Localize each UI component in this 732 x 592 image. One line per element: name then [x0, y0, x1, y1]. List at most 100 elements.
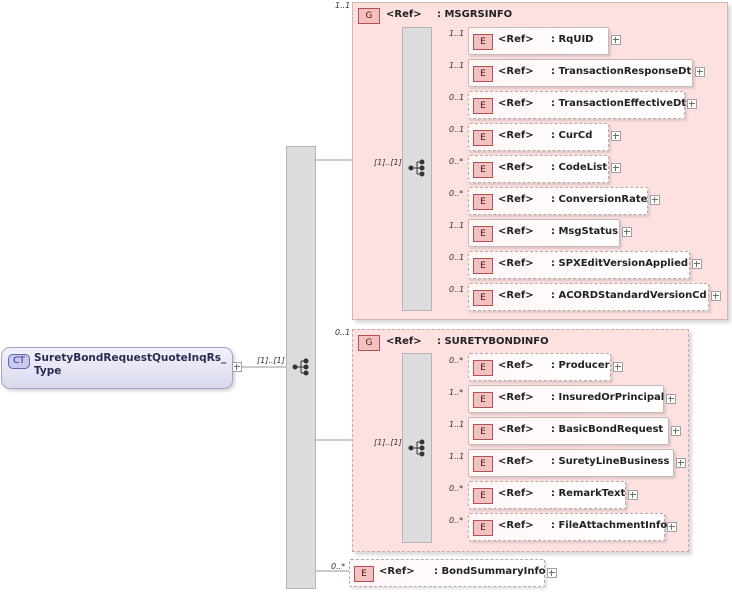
- element-badge: E: [473, 66, 493, 82]
- group-sequence-compositor: [402, 353, 432, 543]
- collapse-icon[interactable]: [232, 362, 242, 372]
- element-fileattachmentinfo[interactable]: E <Ref> : FileAttachmentInfo: [468, 513, 668, 541]
- expand-icon[interactable]: [613, 362, 623, 372]
- element-name: : MsgStatus: [551, 226, 619, 237]
- element-ref: <Ref>: [498, 392, 534, 403]
- expand-icon[interactable]: [671, 426, 681, 436]
- element-cardinality: 0..*: [331, 562, 346, 571]
- element-ref: <Ref>: [498, 488, 534, 499]
- expand-icon[interactable]: [695, 67, 705, 77]
- element-name: : BondSummaryInfo: [434, 566, 546, 577]
- element-badge: E: [473, 226, 493, 242]
- element-name: : ConversionRate: [551, 194, 648, 205]
- element-ref: <Ref>: [498, 162, 534, 173]
- element-cardinality: 0..1: [449, 285, 465, 294]
- group-cardinality: 0..1: [335, 328, 351, 337]
- element-codelist[interactable]: E <Ref> : CodeList: [468, 155, 609, 183]
- sequence-icon: [408, 439, 425, 457]
- element-acordstandardversioncd[interactable]: E <Ref> : ACORDStandardVersionCd: [468, 283, 709, 311]
- sequence-icon: [292, 358, 309, 376]
- element-producer[interactable]: E <Ref> : Producer: [468, 353, 611, 381]
- element-ref: <Ref>: [498, 194, 534, 205]
- element-name: : CodeList: [551, 162, 608, 173]
- element-badge: E: [473, 520, 493, 536]
- element-ref: <Ref>: [498, 456, 534, 467]
- expand-icon[interactable]: [547, 568, 557, 578]
- element-ref: <Ref>: [379, 566, 415, 577]
- element-msgstatus[interactable]: E <Ref> : MsgStatus: [468, 219, 620, 247]
- element-badge: E: [473, 258, 493, 274]
- group-cardinality: 1..1: [335, 1, 351, 10]
- expand-icon[interactable]: [628, 490, 638, 500]
- element-ref: <Ref>: [498, 520, 534, 531]
- element-cardinality: 1..1: [449, 61, 465, 70]
- expand-icon[interactable]: [687, 99, 697, 109]
- element-transactioneffectivedt[interactable]: E <Ref> : TransactionEffectiveDt: [468, 91, 687, 119]
- root-sequence-cardinality: [1]..[1]: [257, 356, 285, 365]
- element-name: : RemarkText: [551, 488, 626, 499]
- group-ref: <Ref>: [386, 9, 422, 20]
- element-rquid[interactable]: E <Ref> : RqUID: [468, 27, 609, 55]
- main-sequence-compositor: [286, 146, 316, 589]
- element-badge: E: [473, 98, 493, 114]
- element-cardinality: 0..1: [449, 125, 465, 134]
- element-name: : TransactionEffectiveDt: [551, 98, 687, 109]
- element-badge: E: [473, 290, 493, 306]
- element-suretylinebusiness[interactable]: E <Ref> : SuretyLineBusiness: [468, 449, 674, 477]
- element-transactionresponsedt[interactable]: E <Ref> : TransactionResponseDt: [468, 59, 693, 87]
- complex-type-badge: CT: [8, 354, 30, 369]
- element-badge: E: [473, 194, 493, 210]
- element-cardinality: 1..1: [449, 221, 465, 230]
- element-name: : BasicBondRequest: [551, 424, 664, 435]
- element-spxeditversionapplied[interactable]: E <Ref> : SPXEditVersionApplied: [468, 251, 690, 279]
- element-cardinality: 1..1: [449, 420, 465, 429]
- element-badge: E: [354, 566, 374, 582]
- element-cardinality: 0..*: [449, 157, 464, 166]
- element-cardinality: 0..1: [449, 253, 465, 262]
- element-name: : TransactionResponseDt: [551, 66, 692, 77]
- element-name: : FileAttachmentInfo: [551, 520, 668, 531]
- complex-type-node[interactable]: CT SuretyBondRequestQuoteInqRs_Type: [1, 347, 233, 389]
- expand-icon[interactable]: [611, 35, 621, 45]
- group-badge: G: [358, 8, 380, 24]
- element-cardinality: 1..*: [449, 388, 464, 397]
- element-name: : SPXEditVersionApplied: [551, 258, 689, 269]
- expand-icon[interactable]: [711, 291, 721, 301]
- element-ref: <Ref>: [498, 258, 534, 269]
- expand-icon[interactable]: [622, 227, 632, 237]
- element-basicbondrequest[interactable]: E <Ref> : BasicBondRequest: [468, 417, 669, 445]
- sequence-cardinality: [1]..[1]: [374, 158, 402, 167]
- element-cardinality: 1..1: [449, 452, 465, 461]
- element-cardinality: 0..1: [449, 93, 465, 102]
- element-name: : Producer: [551, 360, 610, 371]
- complex-type-name: SuretyBondRequestQuoteInqRs_Type: [34, 352, 227, 377]
- element-bondsummaryinfo[interactable]: E <Ref> : BondSummaryInfo: [349, 559, 546, 587]
- element-badge: E: [473, 392, 493, 408]
- group-name: : MSGRSINFO: [437, 9, 513, 20]
- element-badge: E: [473, 424, 493, 440]
- expand-icon[interactable]: [650, 195, 660, 205]
- element-badge: E: [473, 130, 493, 146]
- element-cardinality: 0..*: [449, 516, 464, 525]
- sequence-icon: [408, 159, 425, 177]
- element-badge: E: [473, 34, 493, 50]
- element-ref: <Ref>: [498, 360, 534, 371]
- group-badge: G: [358, 335, 380, 351]
- element-badge: E: [473, 162, 493, 178]
- element-cardinality: 0..*: [449, 189, 464, 198]
- expand-icon[interactable]: [666, 394, 676, 404]
- element-conversionrate[interactable]: E <Ref> : ConversionRate: [468, 187, 648, 215]
- expand-icon[interactable]: [667, 522, 677, 532]
- element-name: : RqUID: [551, 34, 594, 45]
- expand-icon[interactable]: [676, 458, 686, 468]
- group-name: : SURETYBONDINFO: [437, 336, 549, 347]
- element-ref: <Ref>: [498, 34, 534, 45]
- expand-icon[interactable]: [611, 131, 621, 141]
- element-curcd[interactable]: E <Ref> : CurCd: [468, 123, 609, 151]
- element-insuredorprincipal[interactable]: E <Ref> : InsuredOrPrincipal: [468, 385, 664, 413]
- expand-icon[interactable]: [692, 259, 702, 269]
- element-name: : InsuredOrPrincipal: [551, 392, 665, 403]
- element-cardinality: 1..1: [449, 29, 465, 38]
- expand-icon[interactable]: [611, 163, 621, 173]
- element-remarktext[interactable]: E <Ref> : RemarkText: [468, 481, 626, 509]
